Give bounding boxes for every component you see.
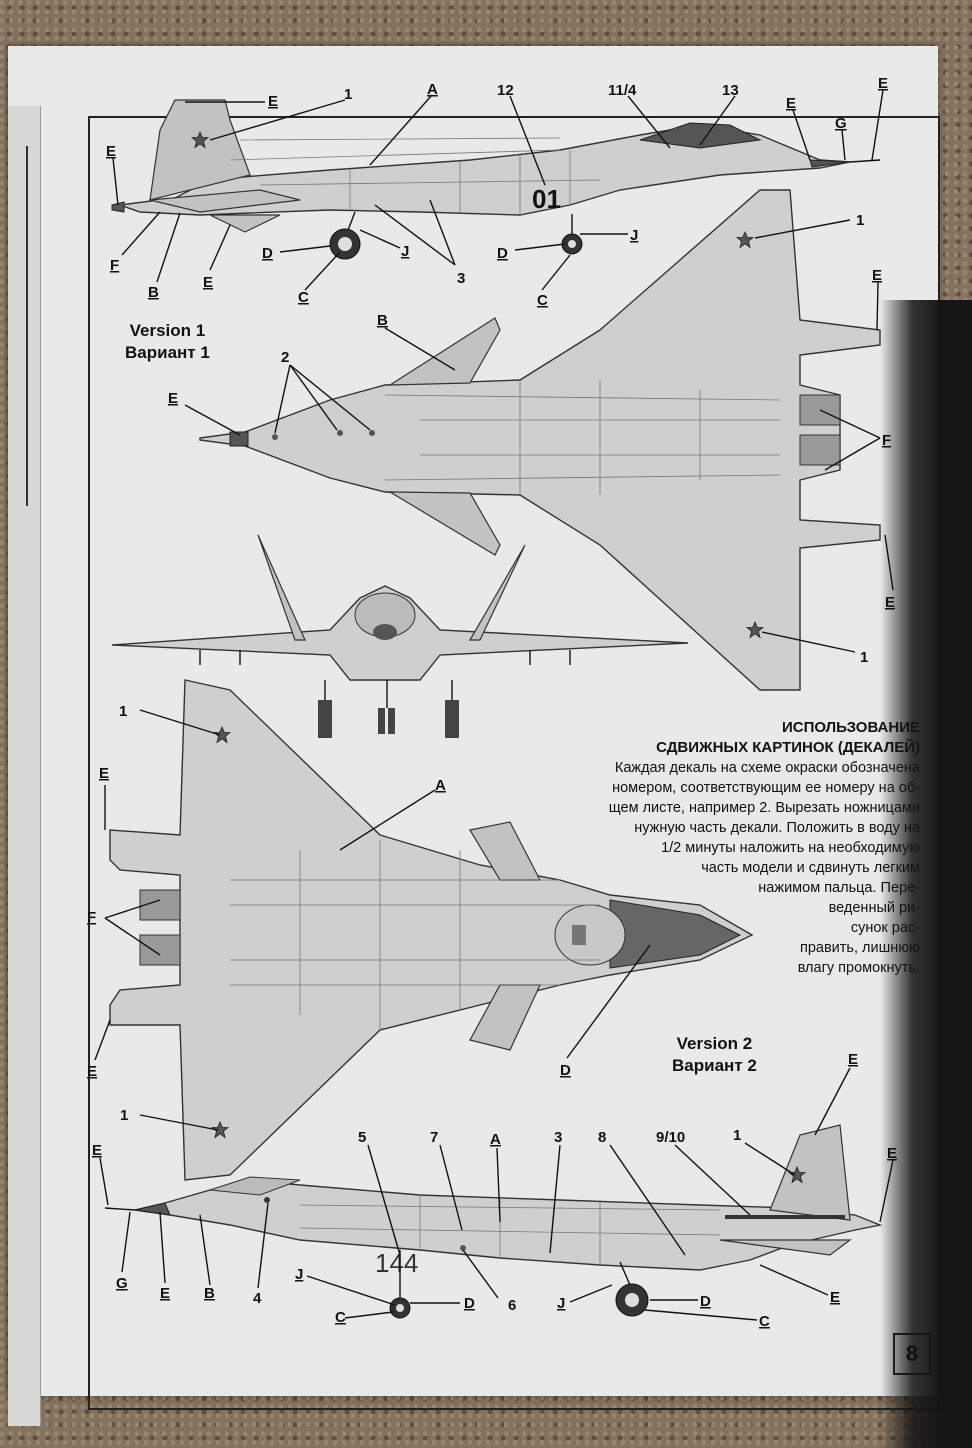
page-number: 8: [893, 1333, 931, 1375]
callout-c: C: [759, 1313, 770, 1330]
callout-7: 7: [430, 1129, 438, 1146]
callout-b: B: [204, 1285, 215, 1302]
instruction-page: [8, 46, 940, 1426]
callout-e: E: [268, 93, 278, 110]
callout-j: J: [557, 1295, 565, 1312]
callout-8: 8: [598, 1129, 606, 1146]
callout-5: 5: [358, 1129, 366, 1146]
callout-3: 3: [457, 270, 465, 287]
callout-b: B: [377, 312, 388, 329]
callout-e: E: [830, 1289, 840, 1306]
callout-11-4: 11/4: [608, 82, 637, 99]
instructions-line: править, лишнюю: [800, 940, 920, 956]
version-2-en: Version 2: [676, 1034, 753, 1053]
version-1-label: Version 1 Вариант 1: [125, 320, 210, 364]
callout-d: D: [262, 245, 273, 262]
top-view: B 2 E 1 E F E 1: [168, 189, 895, 691]
callout-b: B: [148, 284, 159, 301]
callout-j: J: [630, 227, 638, 244]
callout-e: E: [106, 143, 116, 160]
vertical-tail-v2: [769, 1124, 851, 1221]
callout-d: D: [560, 1062, 571, 1079]
callout-j: J: [401, 243, 409, 260]
instructions-line: нужную часть декали. Положить в воду на: [634, 820, 920, 836]
callout-g: G: [835, 115, 847, 132]
side-view-version1: 01 E 1 A 12 11/4 13 E G E E F B E D: [106, 75, 888, 309]
version-2-ru: Вариант 2: [672, 1056, 757, 1075]
callout-e: E: [786, 95, 796, 112]
callout-3: 3: [554, 1129, 562, 1146]
callout-e: E: [160, 1285, 170, 1302]
callout-d: D: [700, 1293, 711, 1310]
callout-f: F: [882, 432, 891, 449]
instructions-line: Каждая декаль на схеме окраски обозначен…: [614, 760, 920, 776]
callout-2: 2: [281, 349, 289, 366]
instructions-line: сунок рас-: [850, 920, 920, 936]
callout-a: A: [435, 777, 446, 794]
instructions-line: веденный ри-: [828, 900, 920, 916]
version-2-label: Version 2 Вариант 2: [672, 1033, 757, 1077]
callout-g: G: [116, 1275, 128, 1292]
left-page-edge: [8, 106, 41, 1426]
callout-1: 1: [344, 86, 352, 103]
callout-c: C: [335, 1309, 346, 1326]
callout-e: E: [887, 1145, 897, 1162]
instructions-line: щем листе, например 2. Вырезать ножницам…: [608, 800, 920, 816]
instructions-heading-2: СДВИЖНЫХ КАРТИНОК (ДЕКАЛЕЙ): [656, 739, 920, 756]
callout-9-10: 9/10: [656, 1129, 685, 1146]
version-1-ru: Вариант 1: [125, 343, 210, 362]
decal-instructions: ИСПОЛЬЗОВАНИЕ СДВИЖНЫХ КАРТИНОК (ДЕКАЛЕЙ…: [540, 718, 920, 978]
callout-e: E: [99, 765, 109, 782]
callout-d: D: [497, 245, 508, 262]
callout-e: E: [885, 594, 895, 611]
callout-e: E: [878, 75, 888, 92]
instructions-line: нажимом пальца. Пере-: [758, 880, 920, 896]
callout-f: F: [87, 909, 96, 926]
side-view-version2: 144 E G E B 4 5 7 A 3 8: [92, 1051, 897, 1330]
callout-e: E: [872, 267, 882, 284]
callout-e: E: [848, 1051, 858, 1068]
instructions-line: 1/2 минуты наложить на необходимую: [661, 840, 920, 856]
callout-1: 1: [120, 1107, 128, 1124]
callout-e: E: [87, 1063, 97, 1080]
vertical-tail: [149, 99, 251, 201]
tail-code-01: 01: [532, 184, 561, 214]
callout-f: F: [110, 257, 119, 274]
callout-6: 6: [508, 1297, 516, 1314]
callout-13: 13: [722, 82, 739, 99]
instructions-line: влагу промокнуть.: [797, 960, 920, 976]
callout-12: 12: [497, 82, 514, 99]
callout-a: A: [490, 1131, 501, 1148]
callout-j: J: [295, 1266, 303, 1283]
callout-e: E: [168, 390, 178, 407]
callout-d: D: [464, 1295, 475, 1312]
bottom-view: 1 E A F E D 1: [87, 679, 754, 1181]
front-view: [111, 534, 689, 738]
callout-a: A: [427, 81, 438, 98]
callout-c: C: [298, 289, 309, 306]
callout-e: E: [203, 274, 213, 291]
instructions-line: часть модели и сдвинуть легким: [701, 860, 920, 876]
callout-1: 1: [860, 649, 868, 666]
callout-1: 1: [856, 212, 864, 229]
instructions-heading-1: ИСПОЛЬЗОВАНИЕ: [781, 719, 920, 736]
version-1-en: Version 1: [129, 321, 206, 340]
callout-c: C: [537, 292, 548, 309]
callout-1: 1: [119, 703, 127, 720]
instructions-line: номером, соответствующим ее номеру на об…: [612, 780, 920, 796]
fuselage-code-144: 144: [375, 1248, 418, 1278]
callout-1: 1: [733, 1127, 741, 1144]
callout-e: E: [92, 1142, 102, 1159]
callout-4: 4: [253, 1290, 262, 1307]
canard-top: [387, 317, 501, 386]
